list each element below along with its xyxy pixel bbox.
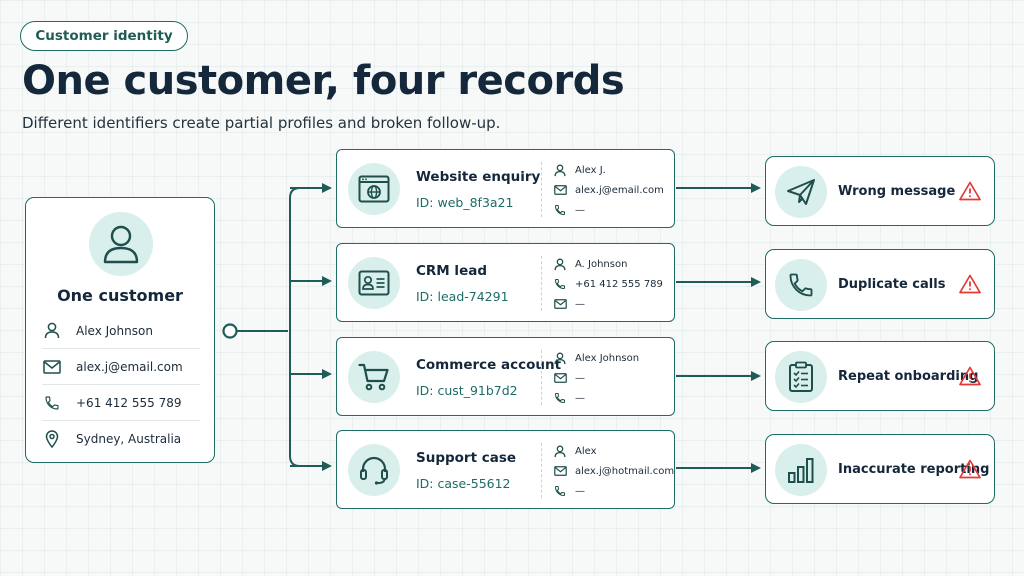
phone-icon <box>553 204 567 216</box>
outcome-label: Inaccurate reporting <box>838 461 990 477</box>
phone-icon <box>553 485 567 497</box>
customer-email: alex.j@email.com <box>76 359 183 374</box>
record-id: ID: case-55612 <box>416 476 511 491</box>
record-field-phone: +61 412 555 789 <box>553 275 663 293</box>
record-divider <box>541 256 542 311</box>
record-field-value: Alex J. <box>575 164 606 176</box>
record-field-value: — <box>575 204 585 216</box>
record-field-phone: — <box>553 201 585 219</box>
record-field-value: alex.j@email.com <box>575 184 664 196</box>
outcome-label: Repeat onboarding <box>838 368 979 384</box>
customer-location: Sydney, Australia <box>76 432 182 446</box>
record-field-value: — <box>575 485 585 497</box>
phone-icon <box>553 392 567 404</box>
record-card-website: Website enquiry ID: web_8f3a21 Alex J. a… <box>336 149 675 228</box>
customer-name-row: Alex Johnson <box>42 313 200 349</box>
record-card-commerce: Commerce account ID: cust_91b7d2 Alex Jo… <box>336 337 675 416</box>
person-icon <box>553 352 567 365</box>
record-field-value: Alex Johnson <box>575 352 640 364</box>
record-field-email: — <box>553 369 585 387</box>
shopping-cart-icon <box>348 351 400 403</box>
page-title: One customer, four records <box>22 58 625 104</box>
record-divider <box>541 350 542 405</box>
record-id: ID: web_8f3a21 <box>416 195 514 210</box>
mail-icon <box>42 359 62 374</box>
person-icon <box>103 225 139 264</box>
record-field-phone: — <box>553 482 585 500</box>
record-field-value: Alex <box>575 445 597 457</box>
customer-card: One customer Alex Johnson alex.j@email.c… <box>25 197 215 463</box>
record-name: Support case <box>416 450 517 466</box>
record-field-name: Alex Johnson <box>553 349 639 367</box>
mail-icon <box>553 466 567 476</box>
record-name: CRM lead <box>416 263 487 279</box>
customer-name: Alex Johnson <box>76 323 153 338</box>
customer-title: One customer <box>57 286 183 305</box>
record-card-support: Support case ID: case-55612 Alex alex.j@… <box>336 430 675 509</box>
outcome-card-duplicate-calls: Duplicate calls <box>765 249 995 319</box>
record-id: ID: cust_91b7d2 <box>416 383 518 398</box>
record-field-value: — <box>575 372 585 384</box>
record-field-value: alex.j@hotmail.com <box>575 465 675 477</box>
record-card-crm: CRM lead ID: lead-74291 A. Johnson +61 4… <box>336 243 675 322</box>
person-icon <box>42 322 62 339</box>
customer-location-row: Sydney, Australia <box>42 421 200 457</box>
record-field-value: +61 412 555 789 <box>575 278 663 290</box>
headset-icon <box>348 444 400 496</box>
phone-icon <box>42 395 62 411</box>
warning-icon <box>959 181 981 201</box>
section-tag: Customer identity <box>20 21 188 51</box>
person-icon <box>553 445 567 458</box>
customer-phone: +61 412 555 789 <box>76 395 182 410</box>
record-field-email: alex.j@email.com <box>553 181 664 199</box>
connector-origin-node <box>222 323 238 339</box>
mail-icon <box>553 373 567 383</box>
clipboard-checklist-icon <box>775 351 827 403</box>
contact-card-icon <box>348 257 400 309</box>
record-field-email: — <box>553 295 585 313</box>
page-subtitle: Different identifiers create partial pro… <box>22 114 501 132</box>
record-name: Commerce account <box>416 357 562 373</box>
record-id: ID: lead-74291 <box>416 289 509 304</box>
record-name: Website enquiry <box>416 169 541 185</box>
record-field-name: Alex J. <box>553 161 606 179</box>
outcome-label: Wrong message <box>838 183 956 199</box>
record-field-name: A. Johnson <box>553 255 627 273</box>
warning-icon <box>959 366 981 386</box>
record-field-value: — <box>575 392 585 404</box>
browser-globe-icon <box>348 163 400 215</box>
outcome-card-repeat-onboarding: Repeat onboarding <box>765 341 995 411</box>
phone-icon <box>775 259 827 311</box>
avatar <box>89 212 153 276</box>
record-field-value: — <box>575 298 585 310</box>
outcome-label: Duplicate calls <box>838 276 946 292</box>
record-field-phone: — <box>553 389 585 407</box>
outcome-card-inaccurate-reporting: Inaccurate reporting <box>765 434 995 504</box>
record-field-email: alex.j@hotmail.com <box>553 462 674 480</box>
outcome-card-wrong-message: Wrong message <box>765 156 995 226</box>
location-pin-icon <box>42 430 62 448</box>
person-icon <box>553 164 567 177</box>
warning-icon <box>959 274 981 294</box>
customer-phone-row: +61 412 555 789 <box>42 385 200 421</box>
record-field-name: Alex <box>553 442 597 460</box>
record-divider <box>541 443 542 498</box>
record-field-value: A. Johnson <box>575 258 628 270</box>
customer-email-row: alex.j@email.com <box>42 349 200 385</box>
warning-icon <box>959 459 981 479</box>
person-icon <box>553 258 567 271</box>
paper-plane-icon <box>775 166 827 218</box>
mail-icon <box>553 185 567 195</box>
bar-chart-icon <box>775 444 827 496</box>
phone-icon <box>553 278 567 290</box>
mail-icon <box>553 299 567 309</box>
record-divider <box>541 162 542 217</box>
